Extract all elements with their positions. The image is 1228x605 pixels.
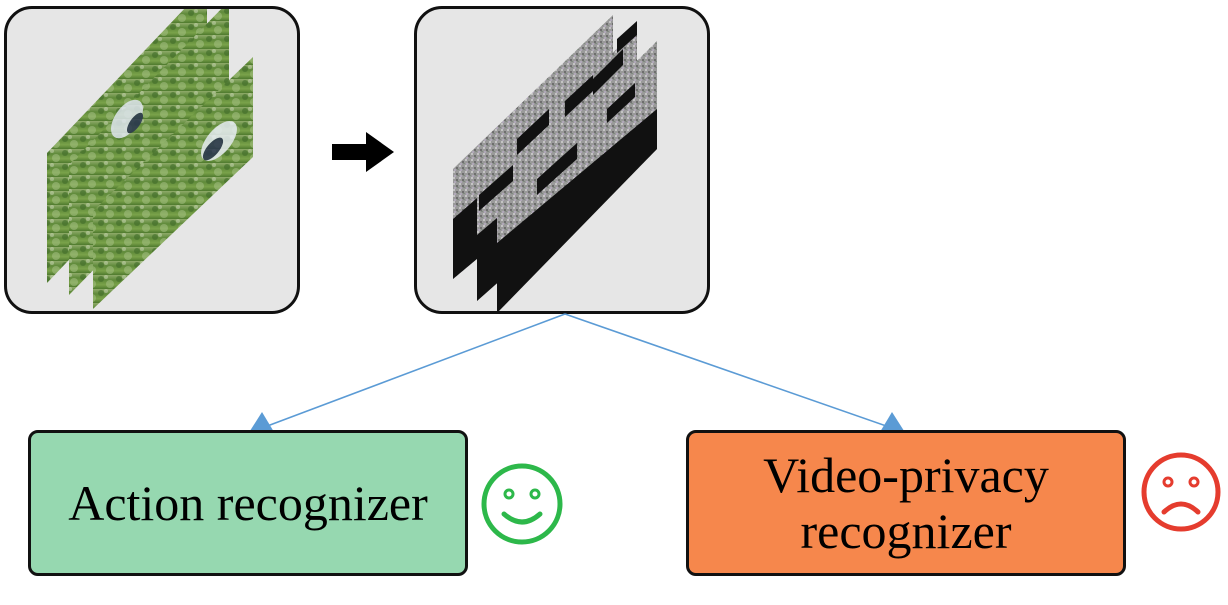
masked-video-frames-panel (414, 6, 710, 314)
privacy-recognizer-label-line2: recognizer (800, 503, 1012, 559)
masked-frames-image (453, 15, 657, 311)
action-recognizer-label: Action recognizer (68, 475, 428, 531)
connector-to-action (261, 313, 566, 429)
privacy-recognizer-label-line1: Video-privacy (763, 447, 1049, 503)
frowning-face-icon (1141, 452, 1221, 532)
video-privacy-recognizer-box: Video-privacy recognizer (686, 430, 1126, 576)
right-arrow-icon (332, 132, 394, 172)
input-video-frames-panel (4, 6, 300, 314)
video-frames-image (47, 9, 253, 309)
action-recognizer-box: Action recognizer (28, 430, 468, 576)
smiley-face-icon (481, 463, 563, 545)
connector-to-privacy (564, 313, 893, 429)
